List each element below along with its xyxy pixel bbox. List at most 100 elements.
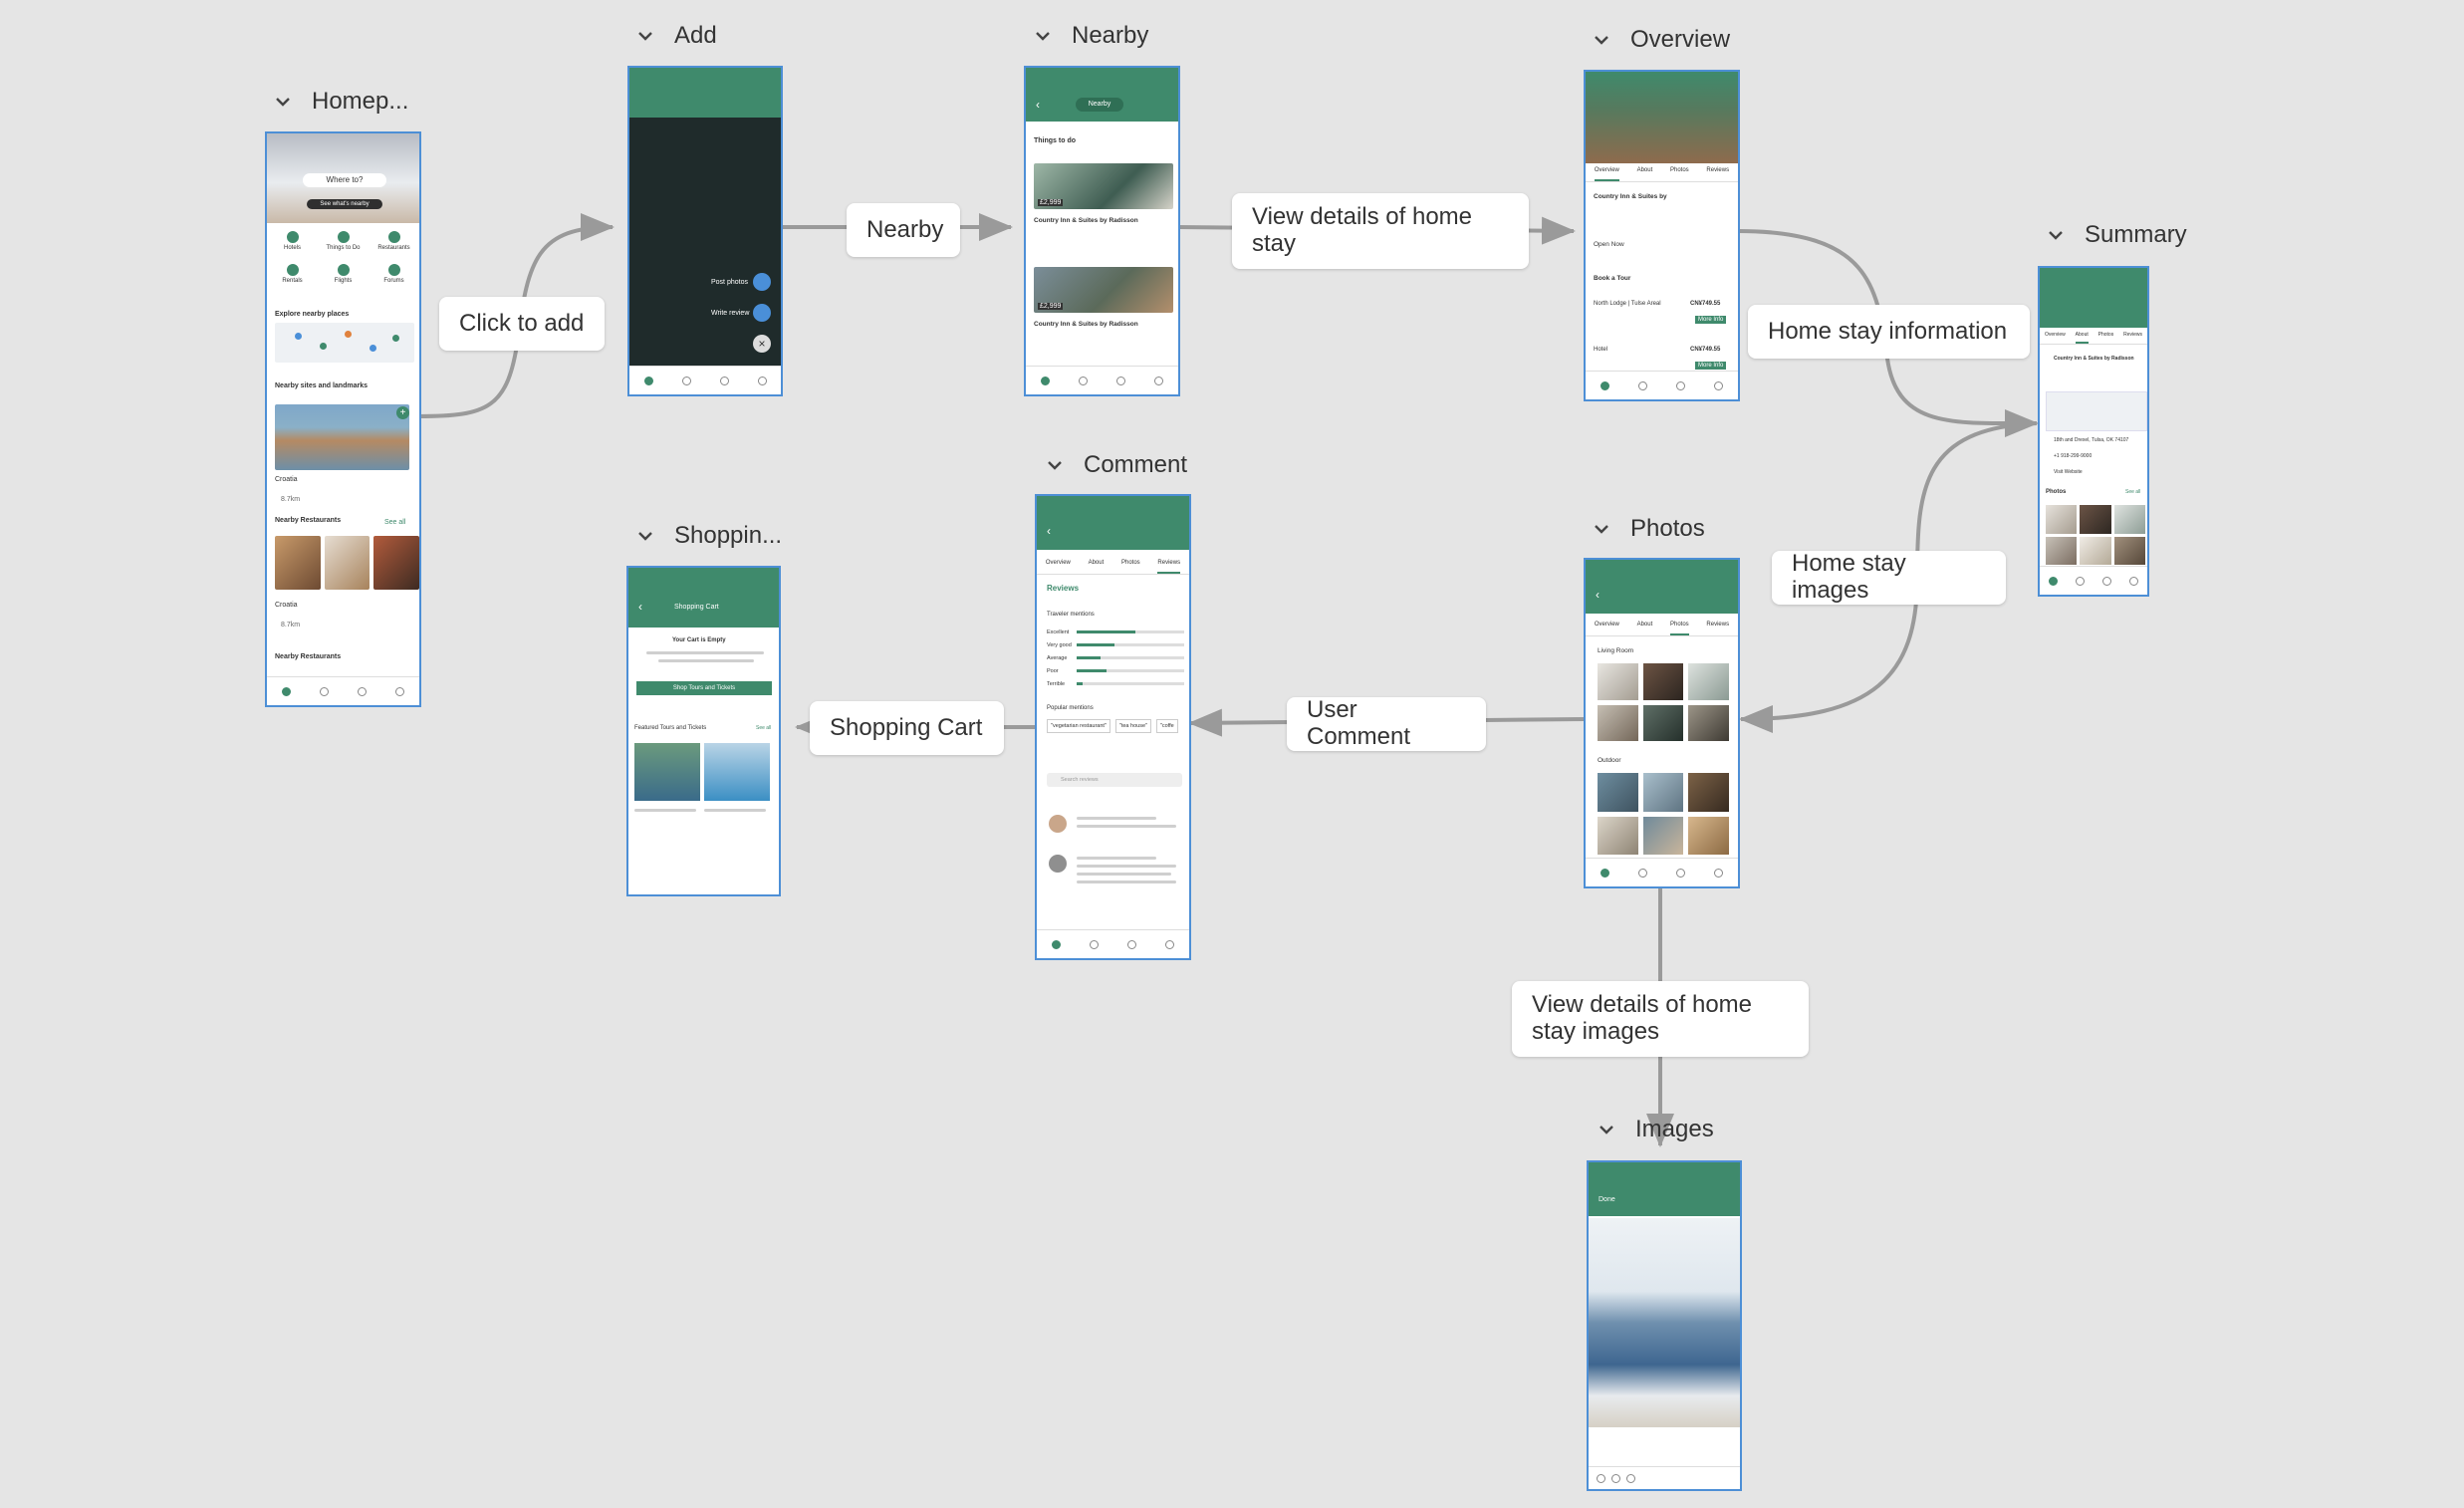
tab-overview[interactable]: Overview [1594, 622, 1619, 628]
frame-shopping[interactable]: ‹ Shopping Cart Your Cart is Empty Shop … [626, 566, 781, 896]
home-icon[interactable] [1040, 376, 1050, 385]
tab-photos[interactable]: Photos [1670, 622, 1689, 635]
rating-row[interactable]: Poor [1047, 664, 1184, 677]
user-icon[interactable] [395, 686, 405, 696]
chevron-down-icon[interactable] [1595, 35, 1608, 45]
frame-nearby[interactable]: ‹ Nearby Things to do £2,999 Country Inn… [1024, 66, 1180, 396]
write-review-label[interactable]: Write review [711, 310, 750, 317]
camera-icon[interactable] [753, 273, 771, 291]
tab-overview[interactable]: Overview [1594, 167, 1619, 181]
category-restaurants[interactable]: Restaurants [369, 227, 419, 258]
tab-reviews[interactable]: Reviews [1157, 560, 1181, 574]
card1-name[interactable]: Country Inn & Suites by Radisson [1034, 217, 1138, 224]
living-grid[interactable] [1598, 663, 1729, 741]
tab-photos[interactable]: Photos [2097, 332, 2114, 338]
tab-overview[interactable]: Overview [2044, 332, 2066, 338]
inbox-icon[interactable] [1676, 380, 1686, 390]
tab-reviews[interactable]: Reviews [1706, 622, 1730, 628]
category-things[interactable]: Things to Do [318, 227, 369, 258]
frame-title-comment[interactable]: Comment [1048, 451, 1187, 479]
inbox-icon[interactable] [1116, 376, 1126, 385]
nearby-pill[interactable]: Nearby [1076, 98, 1123, 112]
rating-row[interactable]: Very good [1047, 638, 1184, 651]
frame-title-homepage[interactable]: Homep... [276, 88, 408, 116]
close-icon[interactable]: × [753, 335, 771, 353]
user-icon[interactable] [2129, 576, 2138, 586]
chevron-down-icon[interactable] [1595, 524, 1608, 534]
home-icon[interactable] [1600, 868, 1609, 878]
hero-search[interactable]: Where to? [303, 173, 386, 187]
category-hotels[interactable]: Hotels [267, 227, 318, 258]
pencil-icon[interactable] [753, 304, 771, 322]
user-icon[interactable] [1154, 376, 1164, 385]
home-icon[interactable] [1600, 380, 1609, 390]
frame-title-images[interactable]: Images [1600, 1116, 1714, 1143]
tab-photos[interactable]: Photos [1670, 167, 1689, 173]
home-icon[interactable] [281, 686, 291, 696]
heart-icon[interactable] [681, 376, 691, 385]
frame-title-overview[interactable]: Overview [1595, 26, 1730, 54]
sites-image[interactable] [275, 404, 409, 470]
back-icon[interactable]: ‹ [1047, 524, 1051, 538]
category-rentals[interactable]: Rentals [267, 262, 318, 291]
user-icon[interactable] [1714, 868, 1724, 878]
hero-sub-button[interactable]: See what's nearby [307, 199, 382, 209]
chevron-down-icon[interactable] [1036, 31, 1050, 41]
user-icon[interactable] [757, 376, 767, 385]
see-all-link[interactable]: See all [384, 519, 406, 526]
back-icon[interactable]: ‹ [638, 600, 642, 614]
heart-icon[interactable] [1637, 380, 1647, 390]
mention-chip[interactable]: "coffe [1155, 719, 1178, 733]
restaurant-photos[interactable] [275, 536, 419, 590]
inbox-icon[interactable] [1127, 939, 1137, 949]
open-now[interactable]: Open Now [1594, 241, 1624, 248]
user-icon[interactable] [1714, 380, 1724, 390]
heart-icon[interactable] [319, 686, 329, 696]
summary-see-all[interactable]: See all [2125, 489, 2141, 495]
tab-reviews[interactable]: Reviews [1706, 167, 1730, 173]
chevron-down-icon[interactable] [1048, 460, 1062, 470]
chevron-down-icon[interactable] [276, 97, 290, 107]
comment-icon[interactable] [1611, 1473, 1620, 1483]
back-icon[interactable]: ‹ [1596, 588, 1600, 602]
frame-overview[interactable]: Overview About Photos Reviews Country In… [1584, 70, 1740, 401]
summary-website[interactable]: Visit Website [2054, 469, 2083, 475]
frame-comment[interactable]: ‹ Overview About Photos Reviews Reviews … [1035, 494, 1191, 960]
tour1-more[interactable]: More Info [1695, 316, 1727, 324]
tab-about[interactable]: About [1636, 622, 1653, 628]
inbox-icon[interactable] [719, 376, 729, 385]
summary-phone[interactable]: +1 918-299-9000 [2054, 453, 2093, 459]
heart-icon[interactable] [2076, 576, 2085, 586]
rating-row[interactable]: Average [1047, 651, 1184, 664]
rating-row[interactable]: Excellent [1047, 626, 1184, 638]
user-icon[interactable] [1165, 939, 1175, 949]
outdoor-grid[interactable] [1598, 773, 1729, 855]
chevron-down-icon[interactable] [638, 31, 652, 41]
tour2-more[interactable]: More Info [1695, 362, 1727, 370]
heart-icon[interactable] [1637, 868, 1647, 878]
mention-chip[interactable]: "tea house" [1114, 719, 1151, 733]
featured-images[interactable] [634, 743, 779, 801]
tab-about[interactable]: About [1088, 560, 1105, 566]
frame-title-nearby[interactable]: Nearby [1036, 22, 1148, 50]
summary-photo-grid[interactable] [2046, 505, 2145, 565]
card2-name[interactable]: Country Inn & Suites by Radisson [1034, 321, 1138, 328]
frame-title-add[interactable]: Add [638, 22, 717, 50]
image-preview[interactable] [1589, 1218, 1740, 1427]
heart-icon[interactable] [1078, 376, 1088, 385]
frame-summary[interactable]: Overview About Photos Reviews Country In… [2038, 266, 2149, 597]
rating-row[interactable]: Terrible [1047, 677, 1184, 690]
share-icon[interactable] [1626, 1473, 1635, 1483]
frame-add[interactable]: Post photos Write review × [627, 66, 783, 396]
tab-about[interactable]: About [1636, 167, 1653, 173]
inbox-icon[interactable] [358, 686, 368, 696]
home-icon[interactable] [1051, 939, 1061, 949]
home-icon[interactable] [2049, 576, 2058, 586]
review-search[interactable]: Search reviews [1047, 773, 1182, 787]
add-plus-icon[interactable]: + [396, 406, 409, 419]
summary-map[interactable] [2046, 391, 2147, 431]
frame-title-summary[interactable]: Summary [2049, 221, 2187, 249]
tab-about[interactable]: About [2075, 332, 2089, 344]
mention-chip[interactable]: "vegetarian restaurant" [1047, 719, 1110, 733]
frame-photos[interactable]: ‹ Overview About Photos Reviews Living R… [1584, 558, 1740, 888]
